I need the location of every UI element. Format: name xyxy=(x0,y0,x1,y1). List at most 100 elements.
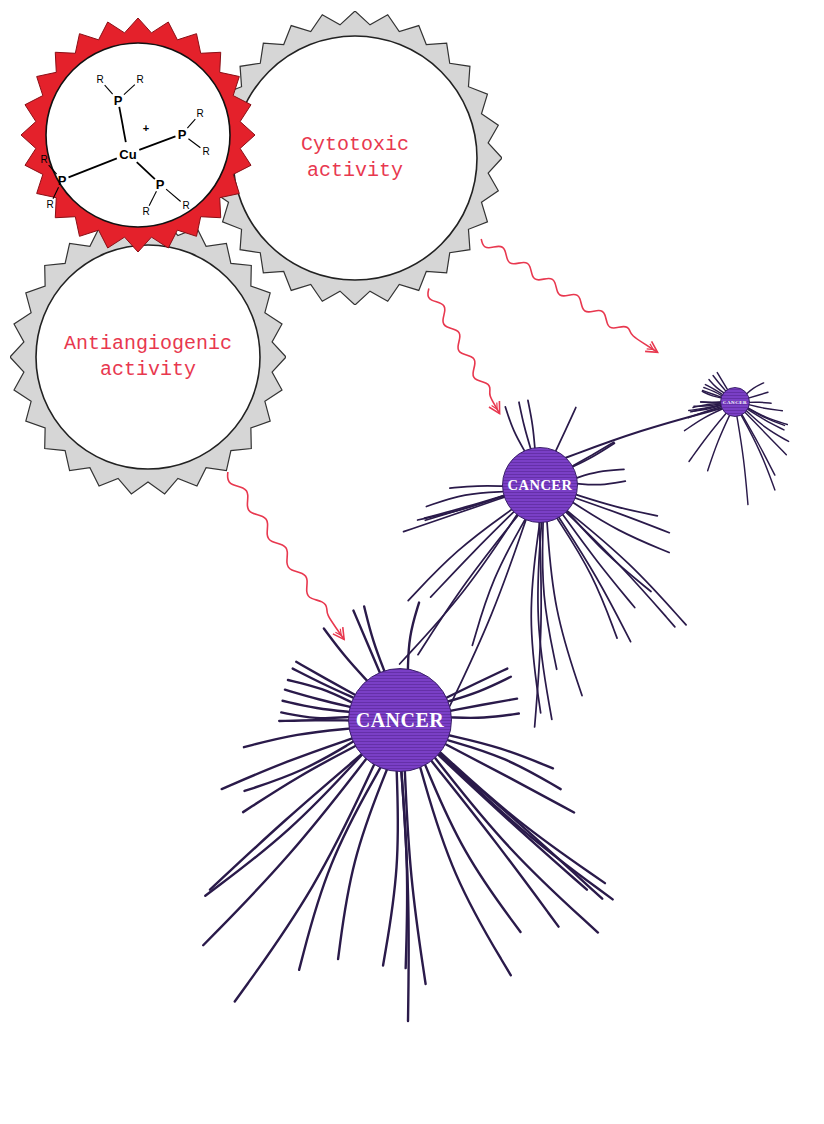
tentacle xyxy=(570,442,614,467)
tentacle xyxy=(747,402,771,403)
tentacle xyxy=(436,753,587,890)
atom-label: P xyxy=(178,128,187,141)
chemical-bond xyxy=(69,158,117,177)
atom-label: + xyxy=(143,123,149,134)
cancer-label: CANCER xyxy=(507,477,572,494)
tentacle xyxy=(281,712,351,718)
tentacle xyxy=(565,509,651,591)
activity-gear: Cytotoxic activity xyxy=(208,11,502,305)
tentacle xyxy=(446,677,511,702)
wavy-arrow xyxy=(481,239,657,352)
tentacle xyxy=(746,407,787,425)
tentacle xyxy=(449,714,519,718)
tentacle xyxy=(745,409,789,441)
tentacle xyxy=(338,767,388,959)
gear-face xyxy=(46,43,230,227)
tentacle xyxy=(447,735,553,769)
tentacle xyxy=(565,408,722,458)
tentacle xyxy=(445,739,561,789)
chemical-bond xyxy=(124,85,135,95)
tentacle xyxy=(740,413,775,490)
chemical-bond xyxy=(139,136,175,149)
cancer-cell: CANCER xyxy=(502,447,578,523)
chemical-bond xyxy=(188,139,200,148)
gear-teeth xyxy=(208,11,502,305)
wavy-arrow xyxy=(428,289,500,414)
atom-label: P xyxy=(156,178,165,191)
tentacle xyxy=(449,517,527,708)
atom-label: R xyxy=(96,75,103,85)
tentacle xyxy=(689,411,728,461)
tentacle xyxy=(324,629,369,683)
tentacle xyxy=(575,481,625,485)
atom-label: R xyxy=(40,155,47,165)
chemical-bond xyxy=(187,119,195,128)
tentacle xyxy=(531,520,540,713)
tentacle xyxy=(745,408,784,430)
atom-label: P xyxy=(58,174,67,187)
tentacle xyxy=(400,513,519,664)
tentacle xyxy=(425,495,506,520)
gear-outline xyxy=(10,219,286,495)
tentacle xyxy=(431,510,516,597)
tentacle xyxy=(708,413,731,471)
gear-face xyxy=(233,36,477,280)
chemical-bond xyxy=(137,162,155,179)
tentacle xyxy=(405,769,426,984)
tentacle xyxy=(279,719,351,722)
tentacle xyxy=(574,469,624,478)
tentacle xyxy=(283,701,352,712)
tentacle xyxy=(565,509,686,625)
wavy-arrow xyxy=(228,472,344,639)
gear-outline xyxy=(208,11,502,305)
cancer-label: CANCER xyxy=(723,400,747,405)
copper-complex-gear xyxy=(0,0,270,270)
tentacle xyxy=(685,408,725,431)
tentacle xyxy=(450,486,505,488)
tentacle xyxy=(535,520,542,727)
tentacle xyxy=(693,404,723,408)
chemical-bond xyxy=(166,189,181,201)
gear-face xyxy=(36,245,260,469)
atom-label: R xyxy=(196,109,203,119)
tentacle xyxy=(210,753,363,890)
atom-label: R xyxy=(202,147,209,157)
atom-label: Cu xyxy=(119,148,136,161)
tentacle xyxy=(425,495,507,518)
chemical-bond xyxy=(119,107,126,142)
atom-label: R xyxy=(142,207,149,217)
tentacle xyxy=(205,753,363,896)
tentacle xyxy=(437,752,603,898)
chemical-bond xyxy=(49,165,57,174)
tentacle xyxy=(222,738,355,789)
tentacle xyxy=(364,607,385,674)
tentacle xyxy=(558,515,631,641)
tentacle xyxy=(747,392,768,398)
atom-label: R xyxy=(182,201,189,211)
tentacle xyxy=(244,728,352,747)
tentacle xyxy=(408,603,419,672)
tentacle xyxy=(438,751,605,884)
tentacle xyxy=(561,513,634,608)
tentacle xyxy=(444,669,507,699)
tentacle xyxy=(737,414,748,505)
tentacle xyxy=(547,519,582,695)
tentacle xyxy=(235,762,375,1001)
tentacle xyxy=(418,495,507,520)
cancer-cell: CANCER xyxy=(720,387,750,417)
cancer-cell: CANCER xyxy=(348,668,452,772)
tentacle xyxy=(404,496,507,531)
tentacle xyxy=(556,516,617,638)
tentacle xyxy=(555,407,576,453)
tentacle xyxy=(505,407,525,453)
activity-label: Antiangiogenic activity xyxy=(53,331,243,383)
tentacle xyxy=(245,740,356,791)
atom-label: R xyxy=(46,200,53,210)
atom-label: P xyxy=(114,94,123,107)
chemical-bond xyxy=(149,191,156,206)
chemical-bond xyxy=(53,187,59,198)
tentacle xyxy=(383,769,398,966)
gear-teeth xyxy=(21,18,255,252)
tentacle xyxy=(448,699,517,712)
